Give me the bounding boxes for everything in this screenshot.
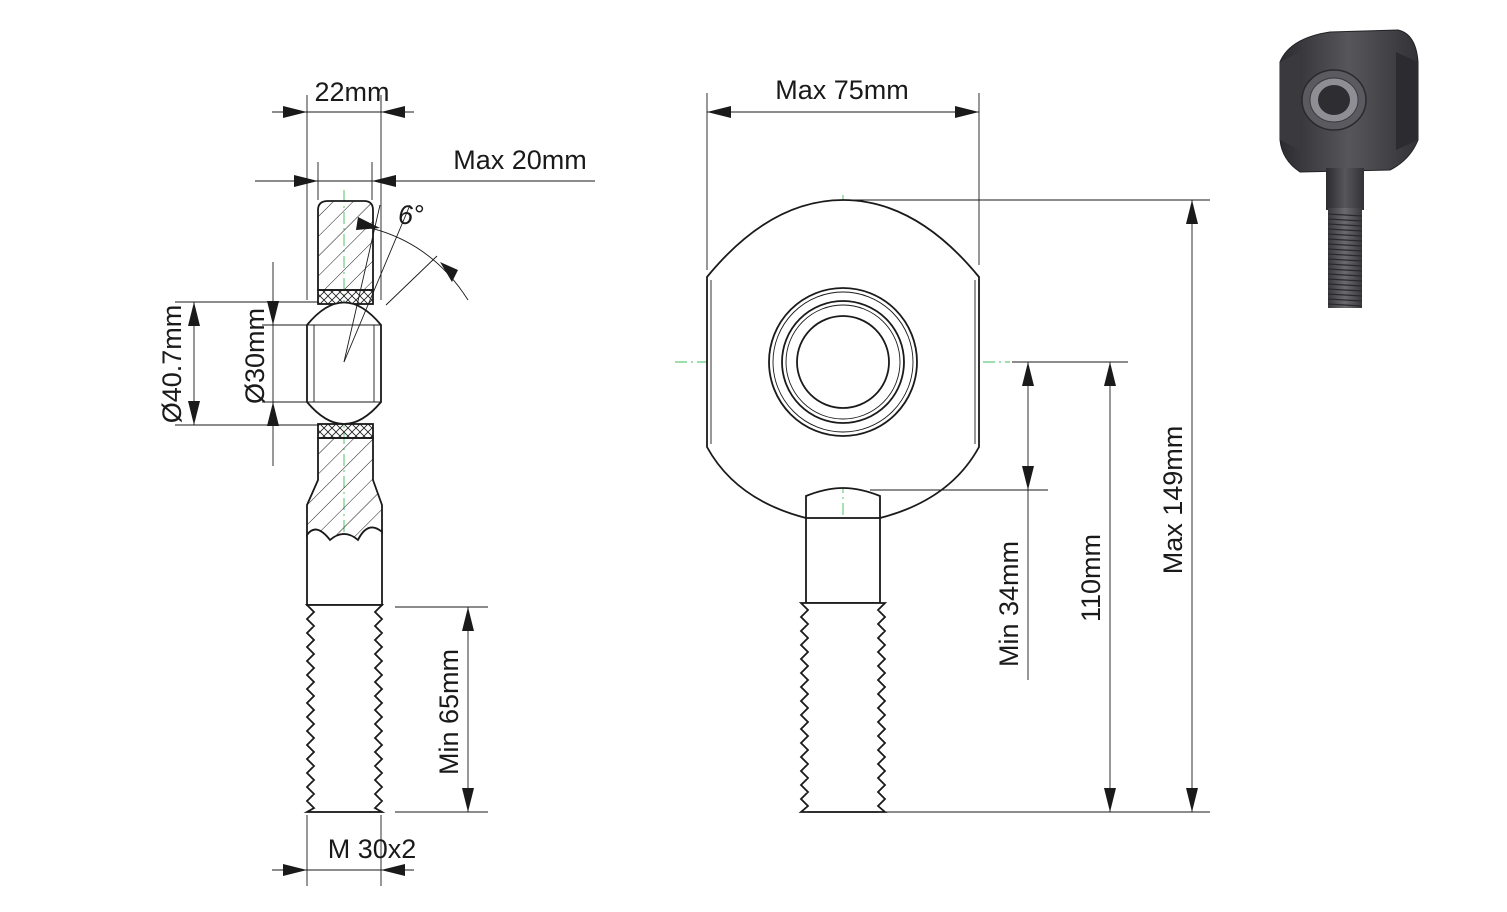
label-angle: 6° — [398, 200, 424, 230]
thread-photo-line — [1327, 228, 1363, 232]
dimension-dia-30mm: Ø30mm — [240, 262, 307, 466]
dimension-max-75mm: Max 75mm — [706, 75, 980, 270]
dimension-dia-40-7mm: Ø40.7mm — [157, 301, 318, 426]
front-view — [675, 195, 1010, 813]
dimension-min-65mm: Min 65mm — [395, 606, 488, 813]
label-min-65mm: Min 65mm — [434, 649, 464, 775]
thread-photo-line — [1327, 213, 1363, 217]
thread-photo-line — [1327, 238, 1363, 242]
thread-photo-line — [1327, 243, 1363, 247]
dimension-thread: M 30x2 — [272, 815, 416, 886]
label-22mm: 22mm — [314, 77, 389, 107]
label-dia-30mm: Ø30mm — [240, 308, 270, 404]
dimension-angle: 6° — [343, 200, 469, 363]
thread-photo-line — [1327, 288, 1363, 292]
label-110mm: 110mm — [1076, 534, 1106, 622]
thread-photo-line — [1327, 283, 1363, 287]
thread-photo-line — [1327, 268, 1363, 272]
thread-photo-line — [1327, 273, 1363, 277]
label-max-20mm: Max 20mm — [453, 145, 587, 175]
side-section-view — [303, 190, 386, 813]
label-dia-40-7mm: Ø40.7mm — [157, 305, 187, 424]
thread-photo-line — [1327, 278, 1363, 282]
thread-photo-line — [1327, 223, 1363, 227]
thread-photo-line — [1327, 253, 1363, 257]
label-max-75mm: Max 75mm — [775, 75, 909, 105]
thread-photo-line — [1327, 263, 1363, 267]
rod-end-3d-preview-icon — [1279, 29, 1419, 308]
label-min-34mm: Min 34mm — [994, 541, 1024, 667]
dimension-110mm: 110mm — [884, 361, 1210, 813]
label-thread: M 30x2 — [328, 834, 417, 864]
thread-photo-line — [1327, 303, 1363, 307]
thread-photo-line — [1327, 258, 1363, 262]
thread-photo-line — [1327, 248, 1363, 252]
dimension-max-149mm: Max 149mm — [843, 199, 1210, 812]
dimension-22mm: 22mm — [272, 77, 414, 300]
dimension-max-20mm: Max 20mm — [255, 145, 595, 200]
thread-photo-line — [1327, 293, 1363, 297]
dimension-min-34mm: Min 34mm — [870, 361, 1048, 680]
label-max-149mm: Max 149mm — [1158, 426, 1188, 575]
thread-photo-line — [1327, 298, 1363, 302]
thread-photo-line — [1327, 233, 1363, 237]
thread-photo-line — [1327, 218, 1363, 222]
